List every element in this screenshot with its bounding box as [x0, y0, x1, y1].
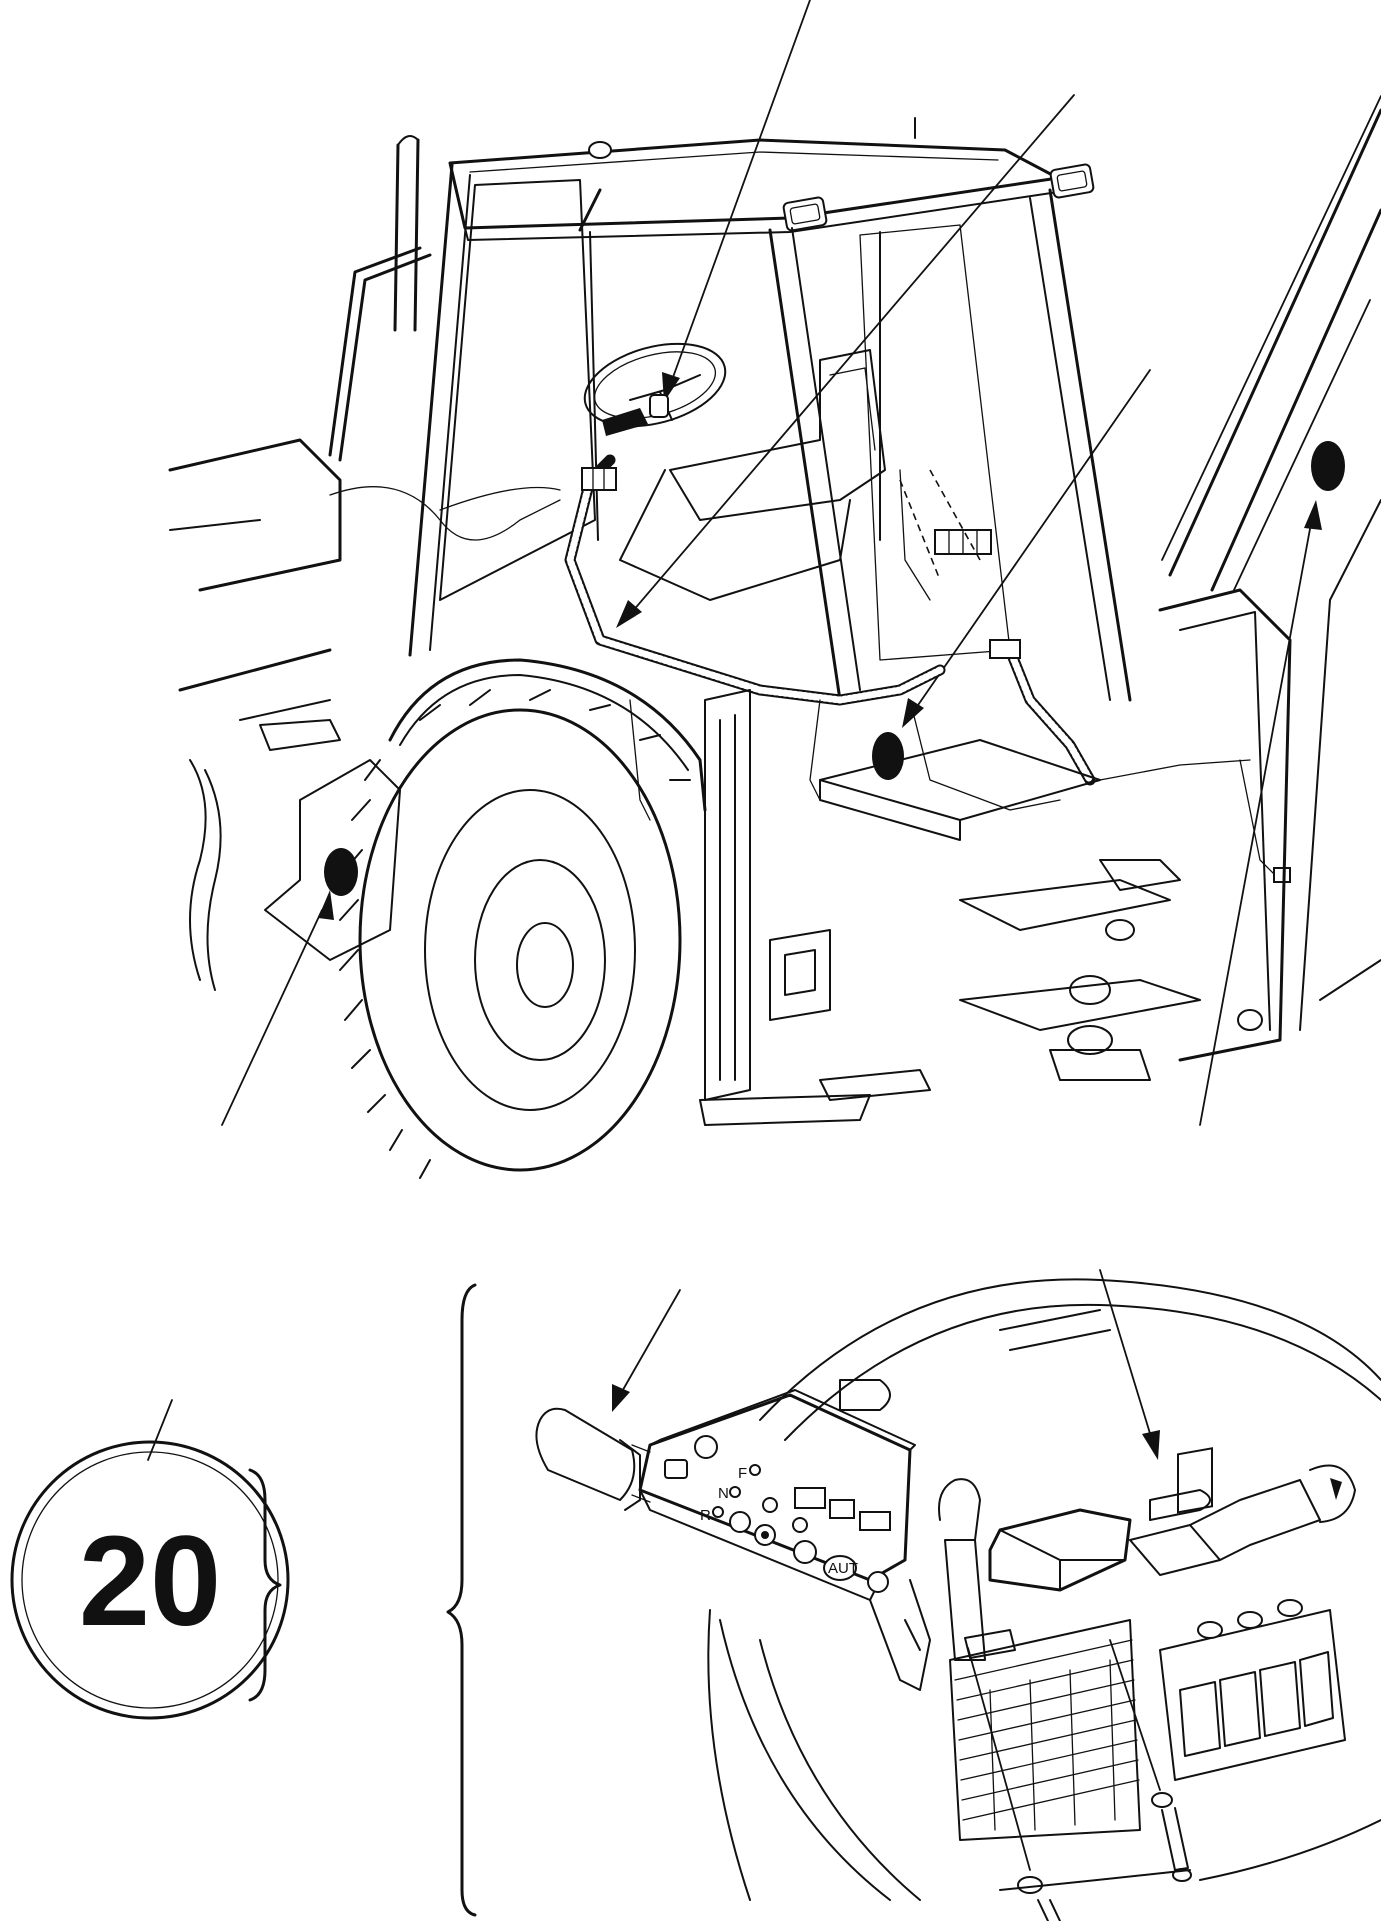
- panel-button-6: [867, 1571, 889, 1593]
- loader-joystick: [938, 1464, 1356, 1841]
- indicator-reverse: [712, 1506, 724, 1518]
- rear-frame: [959, 588, 1292, 1081]
- column-switch-lever: [602, 408, 648, 436]
- shuttle-lever-knob: [535, 1407, 636, 1501]
- panel-button-4: [792, 1517, 808, 1533]
- reference-circle: [10, 1440, 290, 1720]
- mounting-post: [704, 689, 751, 1101]
- connector-block-upper: [581, 467, 617, 491]
- work-light-left: [782, 196, 828, 232]
- loader-arm: [168, 438, 342, 692]
- shuttle-switch-panel: [638, 1393, 912, 1582]
- panel-button-5: [793, 1540, 817, 1564]
- leader-line-steering: [671, 0, 811, 381]
- rocker-switch-block: [1159, 1447, 1346, 1781]
- leader-line-rear-right: [1161, 95, 1381, 561]
- panel-display-1: [794, 1487, 826, 1509]
- steering-wheel: [583, 342, 727, 428]
- backhoe-cab-illustration: [168, 0, 1381, 1179]
- label-auto: AUT: [828, 1560, 858, 1577]
- panel-display-2: [829, 1499, 855, 1519]
- cab-front-pillar-left: [408, 163, 454, 657]
- front-loader-wheel: [189, 759, 222, 991]
- panel-button-auto: [823, 1555, 857, 1581]
- label-neutral: N: [718, 1485, 729, 1502]
- cab-floor-platform: [819, 739, 1101, 821]
- label-forward: F: [738, 1465, 747, 1482]
- leader-line-boom-connector: [1199, 517, 1313, 1126]
- mounting-screw-right: [1109, 1639, 1192, 1882]
- cab-rear-pillar: [1048, 188, 1132, 702]
- connector-block-right: [989, 639, 1021, 659]
- operator-seat: [669, 349, 886, 521]
- small-brace: [248, 1468, 282, 1702]
- rear-wheel: [339, 689, 691, 1179]
- exhaust-stack: [393, 138, 420, 332]
- backhoe-boom: [1168, 108, 1381, 592]
- work-light-right: [1049, 163, 1095, 199]
- steering-wheel-detail: [759, 1278, 1381, 1421]
- leader-line-reference: [147, 1399, 173, 1461]
- boom-connector-marker: [1311, 441, 1345, 491]
- leader-line-front-connector: [221, 909, 323, 1126]
- arrowhead-harness-main: [616, 600, 642, 628]
- panel-indicator-top: [694, 1435, 718, 1459]
- floor-connector-marker: [872, 732, 904, 780]
- reference-callout: 20: [10, 1399, 290, 1720]
- leader-line-shuttle-lever: [619, 1289, 681, 1396]
- panel-display-3: [859, 1511, 891, 1531]
- cab-door-pillar: [768, 228, 842, 702]
- front-step-bracket: [264, 759, 401, 961]
- reference-number: 20: [79, 1510, 221, 1653]
- panel-button-3: [762, 1497, 778, 1513]
- label-reverse: R: [700, 1507, 711, 1524]
- panel-button-1: [729, 1511, 751, 1533]
- cab-front-pillar-right: [578, 188, 602, 232]
- cab-handrail: [328, 246, 432, 462]
- leader-line-joystick: [1099, 1269, 1153, 1441]
- large-brace: [446, 1283, 477, 1917]
- mounting-screw-left: [964, 1629, 1061, 1921]
- steering-column-detail: F N R AUT: [446, 1269, 1381, 1921]
- indicator-forward: [749, 1464, 761, 1476]
- leader-line-floor-connector: [915, 369, 1151, 709]
- panel-button-top: [664, 1459, 688, 1479]
- roof-beacon-mount: [588, 141, 612, 159]
- front-fender: [388, 658, 707, 812]
- indicator-neutral: [729, 1486, 741, 1498]
- front-connector-marker: [324, 848, 358, 896]
- leader-line-rear-lower: [1233, 299, 1371, 591]
